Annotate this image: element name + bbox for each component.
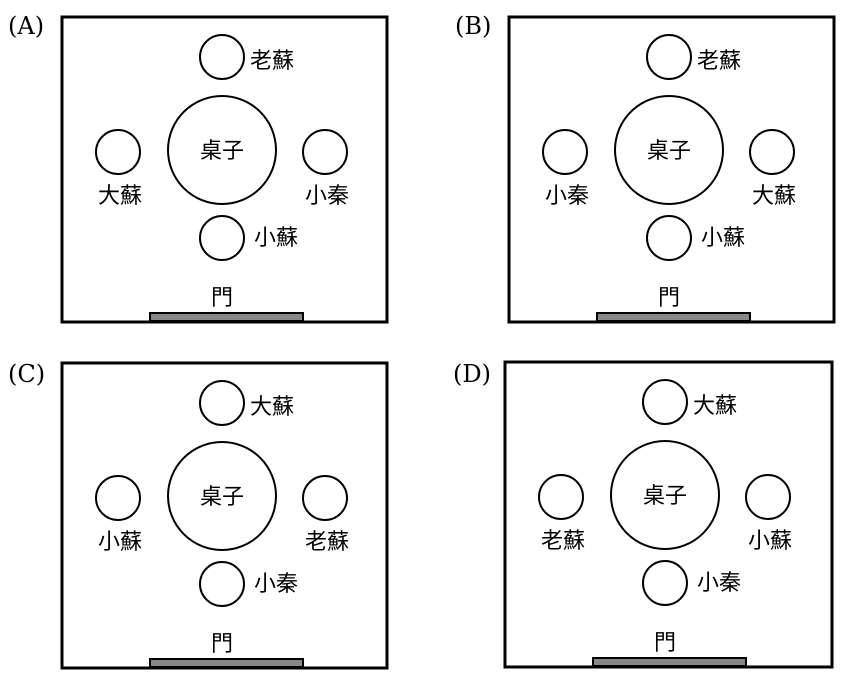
seat-right — [745, 474, 791, 520]
door — [592, 657, 747, 667]
seat-top — [642, 379, 688, 425]
door-label: 門 — [658, 286, 680, 311]
table-circle — [167, 95, 277, 205]
room-border — [503, 360, 834, 669]
seat-bottom — [199, 561, 245, 607]
seat-top-label: 大蘇 — [693, 394, 737, 419]
seat-left-label: 小秦 — [545, 184, 589, 209]
table-label: 桌子 — [647, 139, 691, 164]
panel-label: (D) — [453, 360, 491, 388]
seat-right — [302, 475, 348, 521]
panel-label: (A) — [8, 12, 44, 40]
table-label: 桌子 — [200, 485, 244, 510]
panel-label: (B) — [455, 12, 491, 40]
door-label: 門 — [211, 632, 233, 657]
seat-bottom-label: 小秦 — [697, 571, 741, 596]
seat-left — [95, 475, 141, 521]
seat-right — [302, 129, 348, 175]
seat-bottom-label: 小蘇 — [254, 226, 298, 251]
seat-top-label: 大蘇 — [250, 395, 294, 420]
seat-left — [542, 129, 588, 175]
door — [149, 312, 304, 322]
table-label: 桌子 — [200, 139, 244, 164]
seat-bottom — [646, 215, 692, 261]
door-label: 門 — [654, 631, 676, 656]
seat-top — [199, 34, 245, 80]
seat-left-label: 老蘇 — [541, 529, 585, 554]
seat-top — [646, 34, 692, 80]
seat-bottom — [199, 215, 245, 261]
seat-right — [749, 129, 795, 175]
seat-bottom-label: 小秦 — [254, 572, 298, 597]
table-circle — [614, 95, 724, 205]
seat-left — [538, 474, 584, 520]
table-label: 桌子 — [643, 484, 687, 509]
seat-right-label: 小蘇 — [748, 529, 792, 554]
seat-right-label: 小秦 — [305, 184, 349, 209]
seat-top-label: 老蘇 — [250, 49, 294, 74]
door — [596, 312, 751, 322]
seat-left-label: 小蘇 — [98, 530, 142, 555]
seat-top-label: 老蘇 — [697, 49, 741, 74]
seat-left-label: 大蘇 — [98, 184, 142, 209]
seat-bottom — [642, 560, 688, 606]
seat-right-label: 大蘇 — [752, 184, 796, 209]
table-circle — [167, 441, 277, 551]
table-circle — [610, 440, 720, 550]
door-label: 門 — [211, 286, 233, 311]
door — [149, 658, 304, 668]
panel-label: (C) — [8, 360, 45, 388]
seat-top — [199, 380, 245, 426]
seat-left — [95, 129, 141, 175]
seat-right-label: 老蘇 — [305, 530, 349, 555]
seat-bottom-label: 小蘇 — [701, 226, 745, 251]
